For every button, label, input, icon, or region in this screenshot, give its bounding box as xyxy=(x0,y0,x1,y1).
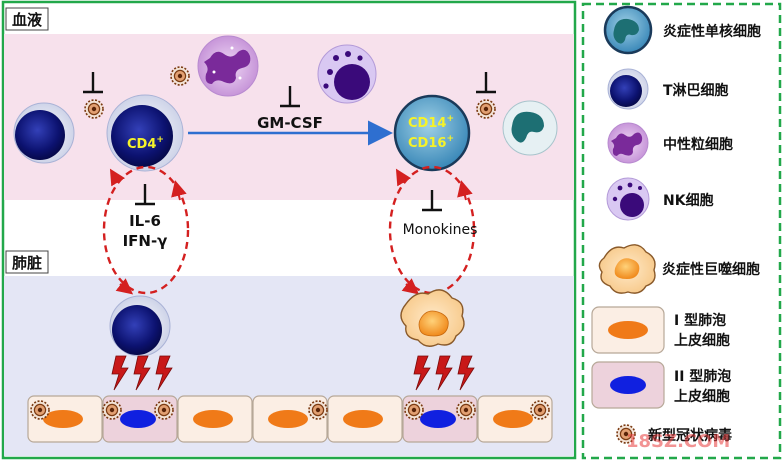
inflammatory-macrophage-icon xyxy=(598,244,656,294)
lung-t-cell xyxy=(109,295,171,357)
coronavirus-icon xyxy=(404,400,424,420)
lung-region-label: 肺脏 xyxy=(12,254,42,272)
loop-arrow xyxy=(401,278,420,295)
monokines-label: Monokines xyxy=(403,222,478,238)
coronavirus-icon xyxy=(102,400,122,420)
cd14-label: CD14+ xyxy=(408,114,454,131)
lung-label-box xyxy=(5,250,49,274)
coronavirus-icon xyxy=(154,400,174,420)
inflammatory-macrophage-cell xyxy=(400,289,465,347)
loop-arrow xyxy=(109,168,126,187)
cd16-label: CD16+ xyxy=(408,134,454,151)
inhibit-symbol xyxy=(135,184,155,206)
nk-cell-icon xyxy=(606,177,650,221)
legend-label: 中性粒细胞 xyxy=(663,136,733,153)
legend-label: T淋巴细胞 xyxy=(663,82,729,99)
legend-label: 炎症性单核细胞 xyxy=(663,23,761,40)
watermark: 18SZ.COM xyxy=(626,431,730,452)
coronavirus-icon xyxy=(530,400,550,420)
t-lymphocyte-cell xyxy=(13,102,75,164)
type1-alveolar-cell-icon xyxy=(591,306,665,354)
il6-label: IL-6 xyxy=(129,212,161,230)
loop-arrow xyxy=(171,180,187,201)
inflammatory-monocyte-icon xyxy=(603,5,653,55)
legend-label: 炎症性巨噬细胞 xyxy=(662,261,760,278)
inflammatory-monocyte-cell xyxy=(502,100,558,156)
cd4-label: CD4+ xyxy=(127,135,164,152)
loop-arrow xyxy=(457,180,473,201)
legend-label: 新型冠状病毒 xyxy=(648,427,732,444)
coronavirus-icon xyxy=(456,400,476,420)
type2-alveolar-cell-icon xyxy=(591,361,665,409)
legend-label: II 型肺泡 xyxy=(674,368,731,385)
coronavirus-icon xyxy=(170,66,190,86)
legend-label: I 型肺泡 xyxy=(674,312,726,329)
nk-cell xyxy=(317,44,377,104)
legend-label: NK细胞 xyxy=(663,192,714,209)
blood-label-box xyxy=(5,7,49,31)
coronavirus-icon xyxy=(84,99,104,119)
neutrophil-icon xyxy=(607,122,649,164)
cd4-feedback-loop xyxy=(102,165,190,295)
cd14-cd16-monocyte xyxy=(393,94,471,172)
inhibit-symbol xyxy=(422,190,442,212)
t-lymphocyte-icon xyxy=(607,68,649,110)
coronavirus-icon xyxy=(30,400,50,420)
ifn-gamma-label: IFN-γ xyxy=(123,232,168,250)
loop-arrow xyxy=(395,168,412,187)
coronavirus-icon xyxy=(476,99,496,119)
coronavirus-icon xyxy=(308,400,328,420)
gm-csf-label: GM-CSF xyxy=(257,114,323,132)
inhibit-symbol xyxy=(83,72,103,94)
monocyte-feedback-loop xyxy=(388,165,476,295)
inhibit-symbol xyxy=(280,86,300,108)
loop-arrow xyxy=(115,278,134,295)
legend-label: 上皮细胞 xyxy=(674,332,730,349)
cd4-t-cell xyxy=(106,94,184,172)
neutrophil-cell xyxy=(197,35,259,97)
legend-label: 上皮细胞 xyxy=(674,388,730,405)
inhibit-symbol xyxy=(476,72,496,94)
blood-region-label: 血液 xyxy=(12,11,43,29)
